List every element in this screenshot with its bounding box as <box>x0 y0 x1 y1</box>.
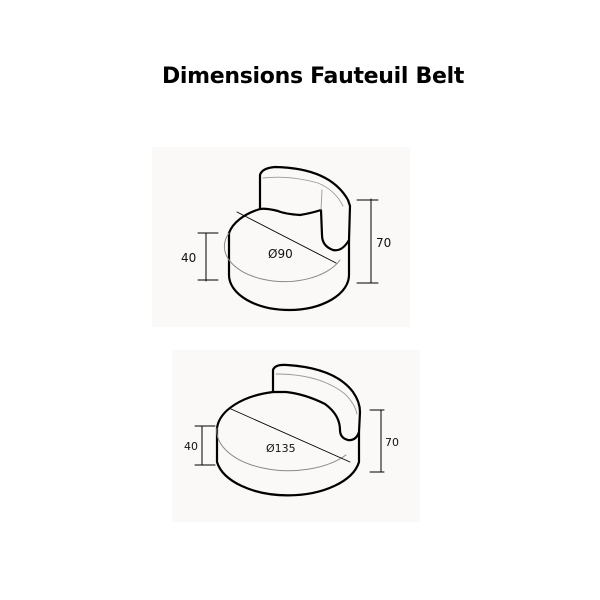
small-diameter-label: Ø90 <box>268 247 293 261</box>
large-backrest <box>271 363 362 442</box>
large-seat-height-label: 40 <box>184 440 198 453</box>
large-seat-rim <box>215 390 275 430</box>
large-diameter-label: Ø135 <box>266 442 296 455</box>
large-seat-body <box>215 426 361 497</box>
large-armchair-panel <box>172 350 420 522</box>
small-diameter-line <box>236 211 337 264</box>
small-armchair <box>197 165 379 312</box>
large-diameter-line <box>230 408 351 463</box>
small-seat-rim <box>227 207 262 235</box>
small-backrest-inner <box>262 176 344 207</box>
large-total-height-label: 70 <box>385 436 399 449</box>
small-seat-body <box>227 231 351 312</box>
page-title: Dimensions Fauteuil Belt <box>161 64 465 89</box>
small-seat-rim-front <box>223 232 341 283</box>
small-backrest <box>258 165 352 252</box>
small-total-height-label: 70 <box>376 236 391 250</box>
large-backrest-inner <box>275 373 358 415</box>
small-seat-height-label: 40 <box>181 251 196 265</box>
large-armchair <box>194 363 385 497</box>
large-seat-rim-front <box>216 427 347 472</box>
small-backrest-seam <box>320 189 323 211</box>
